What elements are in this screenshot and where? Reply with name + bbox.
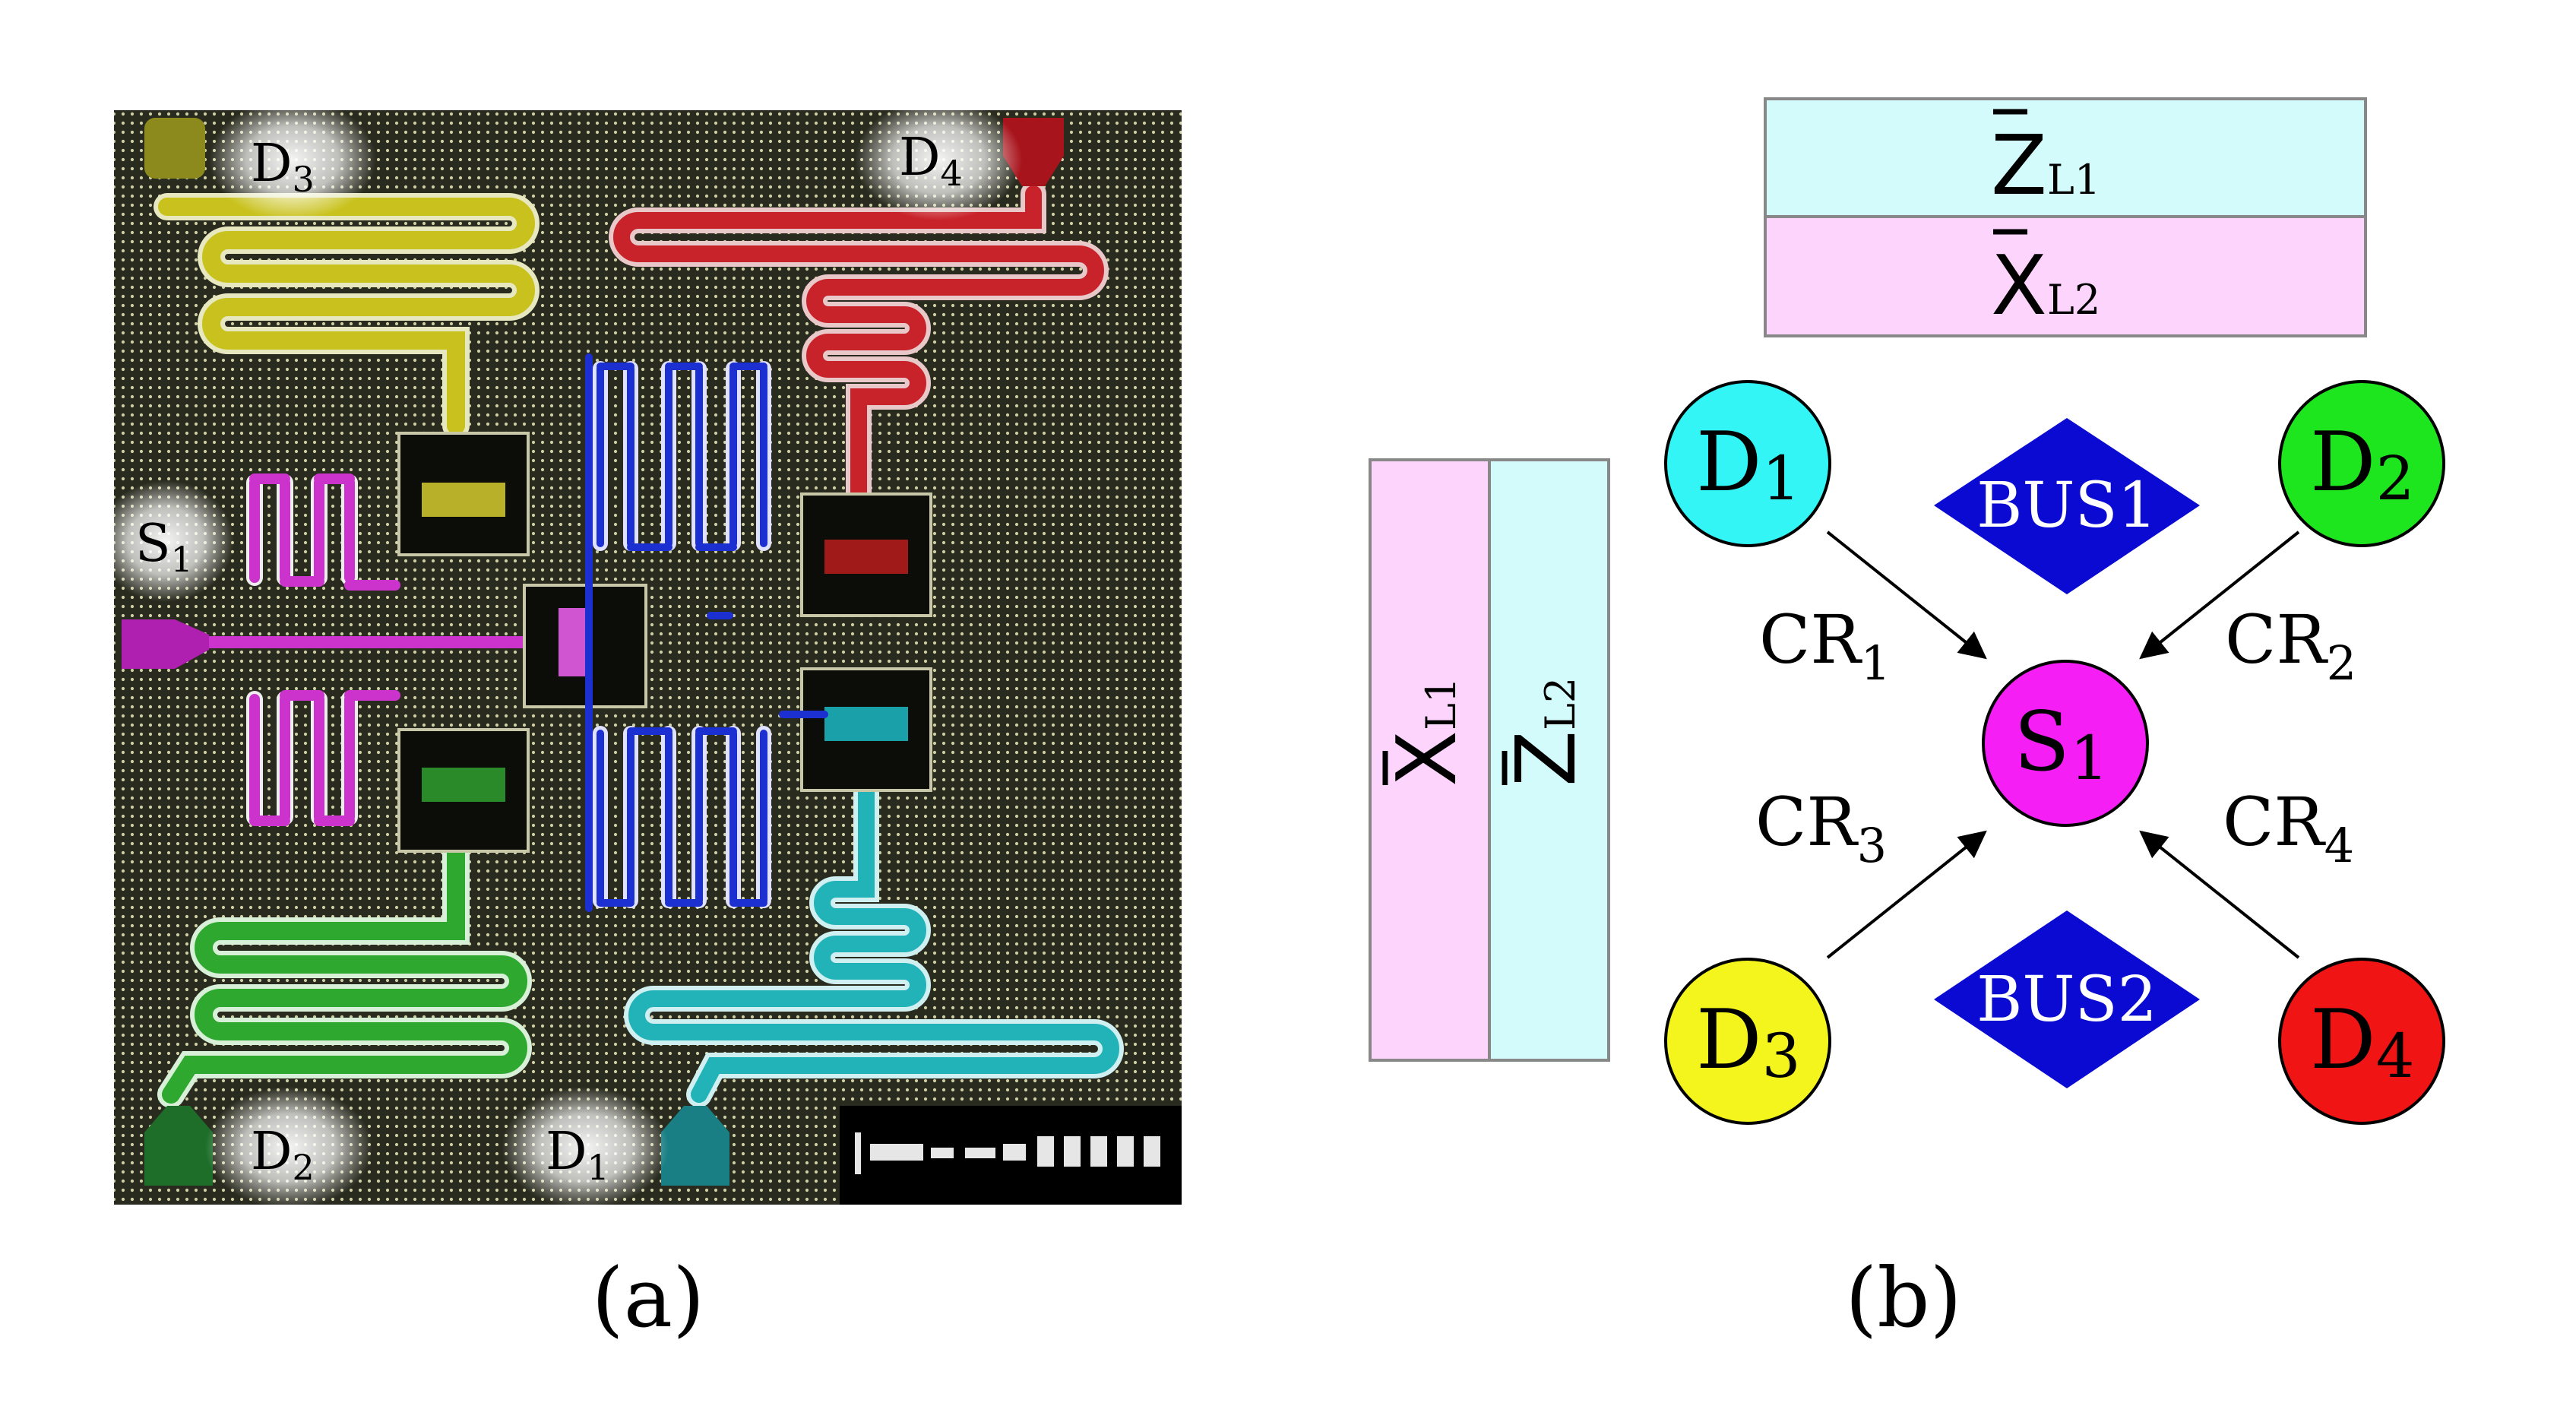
bus1-label: BUS1 xyxy=(1976,470,2157,542)
z-l2-cell xyxy=(1488,458,1610,1062)
label-glows xyxy=(97,99,1022,1208)
pad-d1 xyxy=(661,1106,729,1186)
x-l2-cell xyxy=(1764,215,2367,337)
node-s1: S1 xyxy=(1982,660,2149,827)
node-d1: D1 xyxy=(1664,380,1831,547)
resonator-red xyxy=(609,181,1109,560)
arrow-d4-s1 xyxy=(2139,830,2300,959)
caption-b: (b) xyxy=(1845,1251,1961,1346)
label-d1: D1 xyxy=(546,1122,609,1188)
arrow-d2-s1 xyxy=(2139,530,2300,660)
z-l2-label: ZL2 xyxy=(1499,677,1594,787)
label-s1: S1 xyxy=(135,514,193,580)
node-s1-label: S1 xyxy=(2014,695,2109,793)
bus2-label: BUS2 xyxy=(1976,964,2157,1036)
pad-d2 xyxy=(144,1106,213,1186)
node-d2: D2 xyxy=(2278,380,2445,547)
node-d2-label: D2 xyxy=(2310,415,2415,514)
resonator-yellow xyxy=(153,193,540,439)
resonator-cyan xyxy=(624,717,1124,1107)
resonator-green xyxy=(157,830,532,1108)
bus1-diamond xyxy=(1934,418,2200,594)
node-d4: D4 xyxy=(2278,958,2445,1125)
arrow-d3-s1 xyxy=(1826,830,1987,959)
label-d4: D4 xyxy=(899,128,963,194)
node-d3-label: D3 xyxy=(1696,993,1801,1091)
bus2-diamond xyxy=(1934,911,2200,1088)
label-d3: D3 xyxy=(251,134,315,200)
x-l1-label: XL1 xyxy=(1380,677,1475,787)
chip-photo xyxy=(97,99,1182,1208)
side-logical-box: XL1 ZL2 xyxy=(1369,458,1610,1062)
node-d4-label: D4 xyxy=(2310,993,2415,1091)
bus2: BUS2 xyxy=(1934,911,2200,1088)
bus1: BUS1 xyxy=(1934,418,2200,594)
z-l1-cell xyxy=(1764,97,2367,218)
pad-s1 xyxy=(122,619,209,669)
qubit-cells xyxy=(397,432,932,853)
node-d1-label: D1 xyxy=(1696,415,1801,514)
x-l2-label: XL2 xyxy=(1991,239,2100,334)
scale-bar xyxy=(840,1106,1182,1205)
coupling-arrows xyxy=(1826,530,2300,959)
cr3-label: CR3 xyxy=(1755,783,1887,873)
cr4-label: CR4 xyxy=(2223,783,2354,873)
label-d2: D2 xyxy=(251,1122,315,1188)
bus-resonators xyxy=(585,353,828,912)
x-l1-cell xyxy=(1369,458,1491,1062)
node-d3: D3 xyxy=(1664,958,1831,1125)
cr2-label: CR2 xyxy=(2225,600,2356,691)
arrow-d1-s1 xyxy=(1826,530,1987,660)
caption-a: (a) xyxy=(592,1251,705,1346)
z-l1-label: ZL1 xyxy=(1991,119,2100,214)
top-logical-box: ZL1 XL2 xyxy=(1764,97,2367,337)
cr1-label: CR1 xyxy=(1759,600,1891,691)
pad-d3 xyxy=(144,118,205,179)
